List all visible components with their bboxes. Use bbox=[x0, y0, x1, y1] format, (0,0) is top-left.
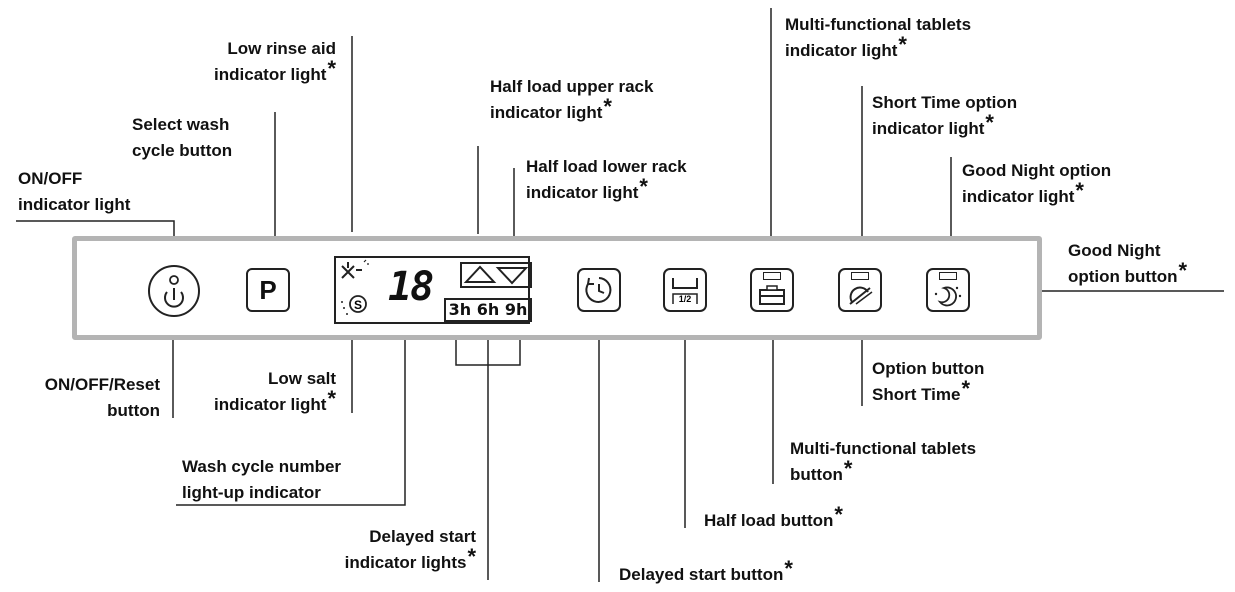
label-on-off-indicator: ON/OFF indicator light bbox=[18, 169, 131, 214]
label-delayed-start-lights: Delayed start indicator lights* bbox=[344, 527, 476, 572]
label-half-load-lower: Half load lower rack indicator light* bbox=[526, 157, 687, 202]
half-load-rack-indicators bbox=[460, 262, 532, 288]
good-night-indicator-light bbox=[939, 272, 957, 280]
on-off-indicator-light bbox=[169, 275, 179, 285]
wash-cycle-number-display: 18 bbox=[388, 264, 434, 310]
appliance-panel bbox=[72, 236, 1042, 340]
half-load-lower-indicator bbox=[495, 267, 529, 285]
label-low-rinse-aid: Low rinse aid indicator light* bbox=[214, 39, 336, 84]
label-option-short-time: Option button Short Time* bbox=[872, 359, 985, 404]
short-time-option-button[interactable] bbox=[838, 268, 882, 312]
short-time-icon bbox=[849, 286, 873, 305]
half-load-upper-indicator bbox=[463, 265, 497, 283]
good-night-option-button[interactable] bbox=[926, 268, 970, 312]
rinse-salt-icons: S bbox=[341, 259, 369, 315]
label-wash-cycle-number: Wash cycle number light-up indicator bbox=[182, 457, 342, 502]
label-on-off-reset: ON/OFF/Reset button bbox=[44, 375, 160, 420]
display-window bbox=[334, 256, 530, 324]
label-low-salt: Low salt indicator light* bbox=[214, 369, 336, 414]
power-icon bbox=[164, 291, 184, 308]
tablet-icon bbox=[759, 285, 785, 305]
label-half-load-button: Half load button* bbox=[704, 502, 843, 531]
delayed-start-indicator-lights: 3h 6h 9h bbox=[444, 298, 532, 322]
label-good-night-indicator: Good Night option indicator light* bbox=[962, 161, 1112, 206]
label-good-night-button: Good Night option button* bbox=[1068, 241, 1188, 286]
label-multi-tablets-button: Multi-functional tablets button* bbox=[790, 439, 977, 484]
svg-text:S: S bbox=[354, 298, 362, 312]
multi-tablets-indicator-light bbox=[763, 272, 781, 280]
label-delayed-start-button: Delayed start button* bbox=[619, 556, 793, 585]
salt-icon: S bbox=[341, 295, 367, 315]
leader-wash-cycle-number bbox=[176, 330, 406, 506]
half-load-icon: 1/2 bbox=[672, 278, 698, 304]
multi-functional-tablets-button[interactable] bbox=[750, 268, 794, 312]
power-button[interactable] bbox=[145, 262, 203, 320]
label-half-load-upper: Half load upper rack indicator light* bbox=[490, 77, 654, 122]
rinse-aid-icon bbox=[341, 259, 369, 279]
short-time-indicator-light bbox=[851, 272, 869, 280]
label-short-time-indicator: Short Time option indicator light* bbox=[872, 93, 1018, 138]
good-night-icon bbox=[934, 286, 962, 307]
delayed-start-button[interactable] bbox=[577, 268, 621, 312]
label-select-wash-cycle: Select wash cycle button bbox=[132, 115, 233, 160]
half-load-button[interactable] bbox=[663, 268, 707, 312]
rack-triangles-icon bbox=[463, 265, 529, 285]
select-wash-cycle-button[interactable]: P bbox=[246, 268, 290, 312]
svg-text:1/2: 1/2 bbox=[679, 294, 692, 304]
label-multi-tablets-indicator: Multi-functional tablets indicator light… bbox=[785, 15, 972, 60]
delay-clock-icon bbox=[585, 277, 612, 303]
